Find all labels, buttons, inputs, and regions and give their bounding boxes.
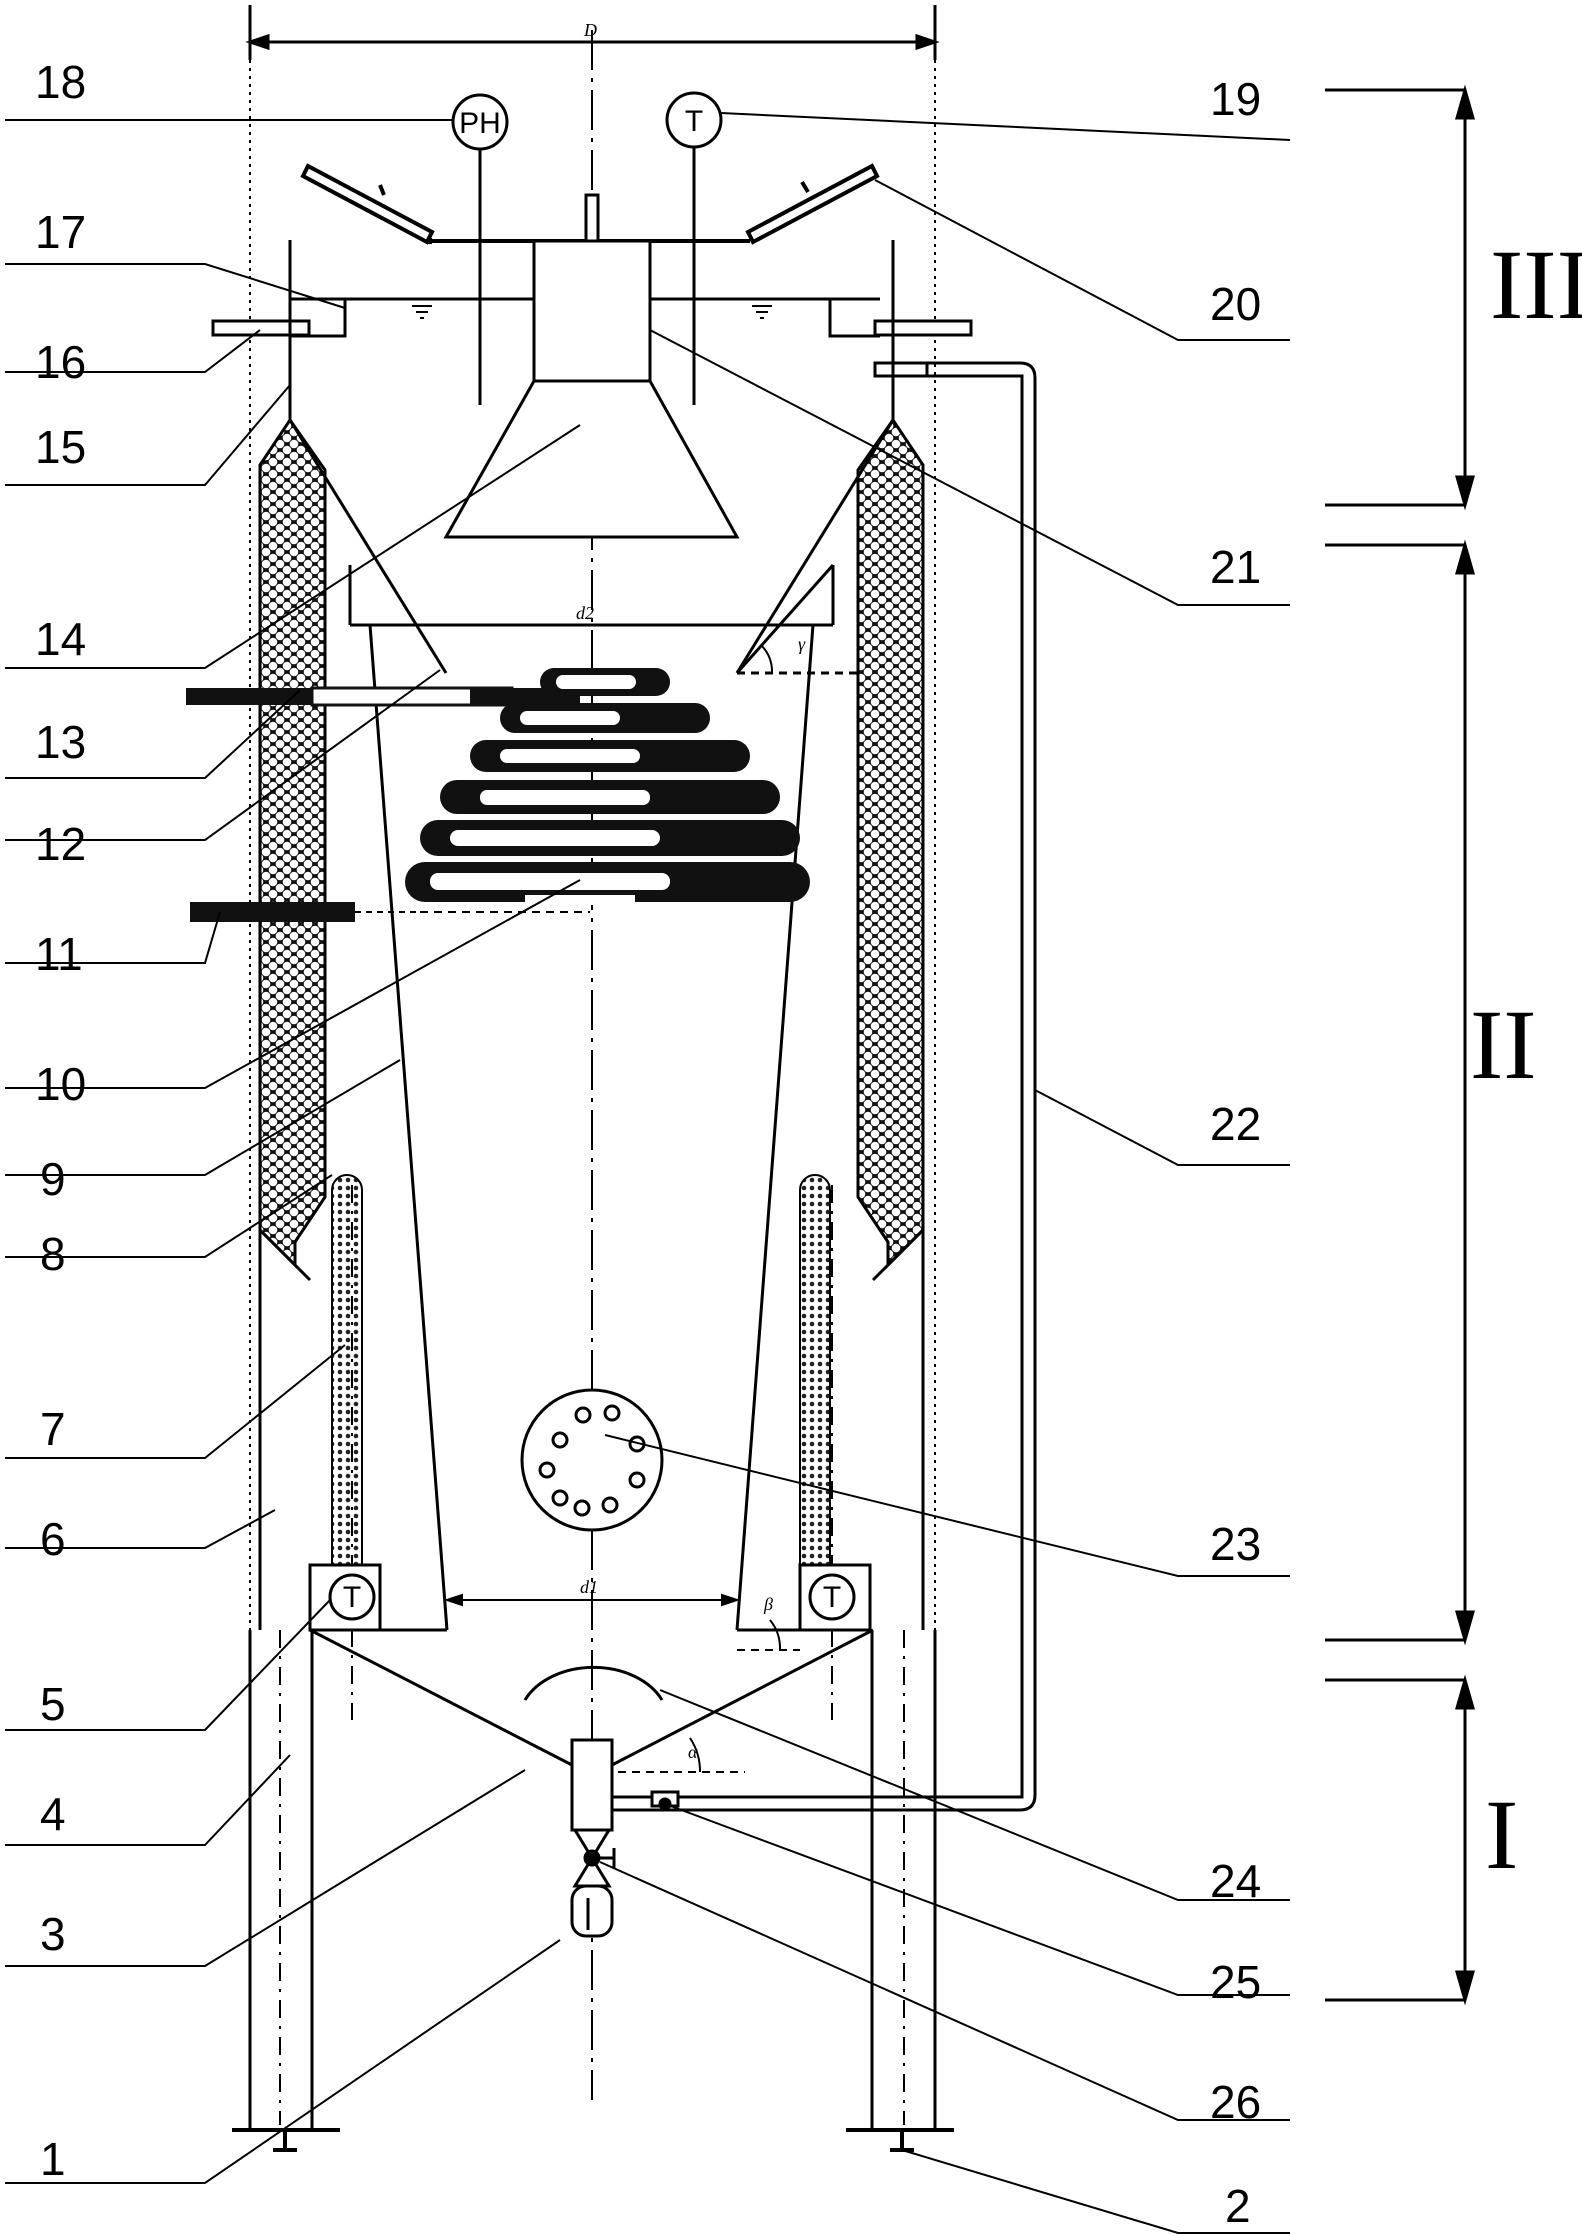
label-6: 6 — [40, 1513, 66, 1565]
label-3: 3 — [40, 1908, 66, 1960]
alpha-angle-arc — [689, 1737, 702, 1773]
label-2: 2 — [1225, 2180, 1251, 2232]
zone-I-label: I — [1485, 1779, 1518, 1890]
dimension-d1 — [443, 1593, 741, 1607]
beta-angle-label: β — [763, 1594, 773, 1614]
label-12: 12 — [35, 818, 86, 870]
zone-dimensions — [1325, 84, 1475, 2006]
reaction-cone — [368, 624, 815, 1631]
label-10: 10 — [35, 1058, 86, 1110]
label-26: 26 — [1210, 2076, 1261, 2128]
label-24: 24 — [1210, 1855, 1261, 1907]
dimension-d2-label: d2 — [576, 603, 594, 623]
dimension-d1-label: d1 — [580, 1577, 598, 1597]
right-insulation-jacket — [856, 417, 925, 1269]
label-23: 23 — [1210, 1518, 1261, 1570]
label-21: 21 — [1210, 541, 1261, 593]
water-level-mark — [412, 305, 772, 319]
beta-angle-arc — [769, 1619, 782, 1651]
gas-collector — [443, 239, 740, 539]
outer-shell-lower — [258, 1228, 925, 1630]
distribution-plate — [520, 1388, 664, 1532]
leg-feet — [232, 2128, 954, 2152]
left-insulation-jacket — [258, 417, 327, 1269]
flange — [211, 319, 973, 378]
right-heating-rod — [799, 1174, 833, 1720]
top-shell — [288, 240, 895, 420]
inlet-baffle — [523, 1665, 664, 1701]
outer-envelope-dotted — [249, 60, 936, 2130]
right-labels: 19 20 21 22 23 24 25 26 2 — [1210, 73, 1261, 2232]
right-heater-marker: T — [823, 1581, 841, 1614]
left-vent-valve — [300, 163, 435, 245]
bottom-cone — [309, 1628, 874, 1767]
sampling-pipe-lower — [190, 902, 420, 922]
label-20: 20 — [1210, 278, 1261, 330]
label-8: 8 — [40, 1228, 66, 1280]
leader-lines — [5, 112, 1291, 2234]
label-7: 7 — [40, 1403, 66, 1455]
ph-meter — [451, 93, 509, 405]
left-heating-rod — [331, 1174, 363, 1720]
label-17: 17 — [35, 206, 86, 258]
top-cover — [430, 193, 750, 243]
zone-II-label: II — [1470, 989, 1537, 1100]
label-5: 5 — [40, 1678, 66, 1730]
label-14: 14 — [35, 613, 86, 665]
zone-III-label: III — [1490, 229, 1582, 340]
right-vent-valve — [745, 163, 880, 245]
label-1: 1 — [40, 2133, 66, 2185]
three-phase-separator — [288, 419, 895, 675]
label-13: 13 — [35, 716, 86, 768]
gamma-angle-arc — [761, 645, 774, 674]
label-25: 25 — [1210, 1956, 1261, 2008]
label-4: 4 — [40, 1788, 66, 1840]
ph-meter-label: PH — [459, 107, 501, 140]
right-heater-housing — [798, 1563, 872, 1632]
label-16: 16 — [35, 336, 86, 388]
label-9: 9 — [40, 1153, 66, 1205]
label-22: 22 — [1210, 1098, 1261, 1150]
sampling-pipe-upper — [186, 686, 580, 707]
temperature-sensor — [665, 91, 723, 405]
inlet-valve — [650, 1790, 680, 1811]
left-heater-housing — [308, 1563, 382, 1632]
dimension-D-label: D — [583, 20, 597, 40]
gamma-angle-label: γ — [798, 634, 806, 654]
label-18: 18 — [35, 56, 86, 108]
bottom-outlet-pipe — [570, 1738, 616, 1938]
left-heater-marker: T — [343, 1581, 361, 1614]
label-11: 11 — [35, 928, 83, 980]
label-15: 15 — [35, 421, 86, 473]
label-19: 19 — [1210, 73, 1261, 125]
left-labels: 18 17 16 15 14 13 12 11 10 9 8 7 6 5 4 3… — [35, 56, 86, 2185]
biofilm-carrier-brush — [405, 668, 810, 913]
temperature-sensor-label: T — [685, 105, 703, 138]
alpha-angle-label: α — [688, 1742, 698, 1762]
recirculation-pipe — [612, 361, 1037, 1812]
